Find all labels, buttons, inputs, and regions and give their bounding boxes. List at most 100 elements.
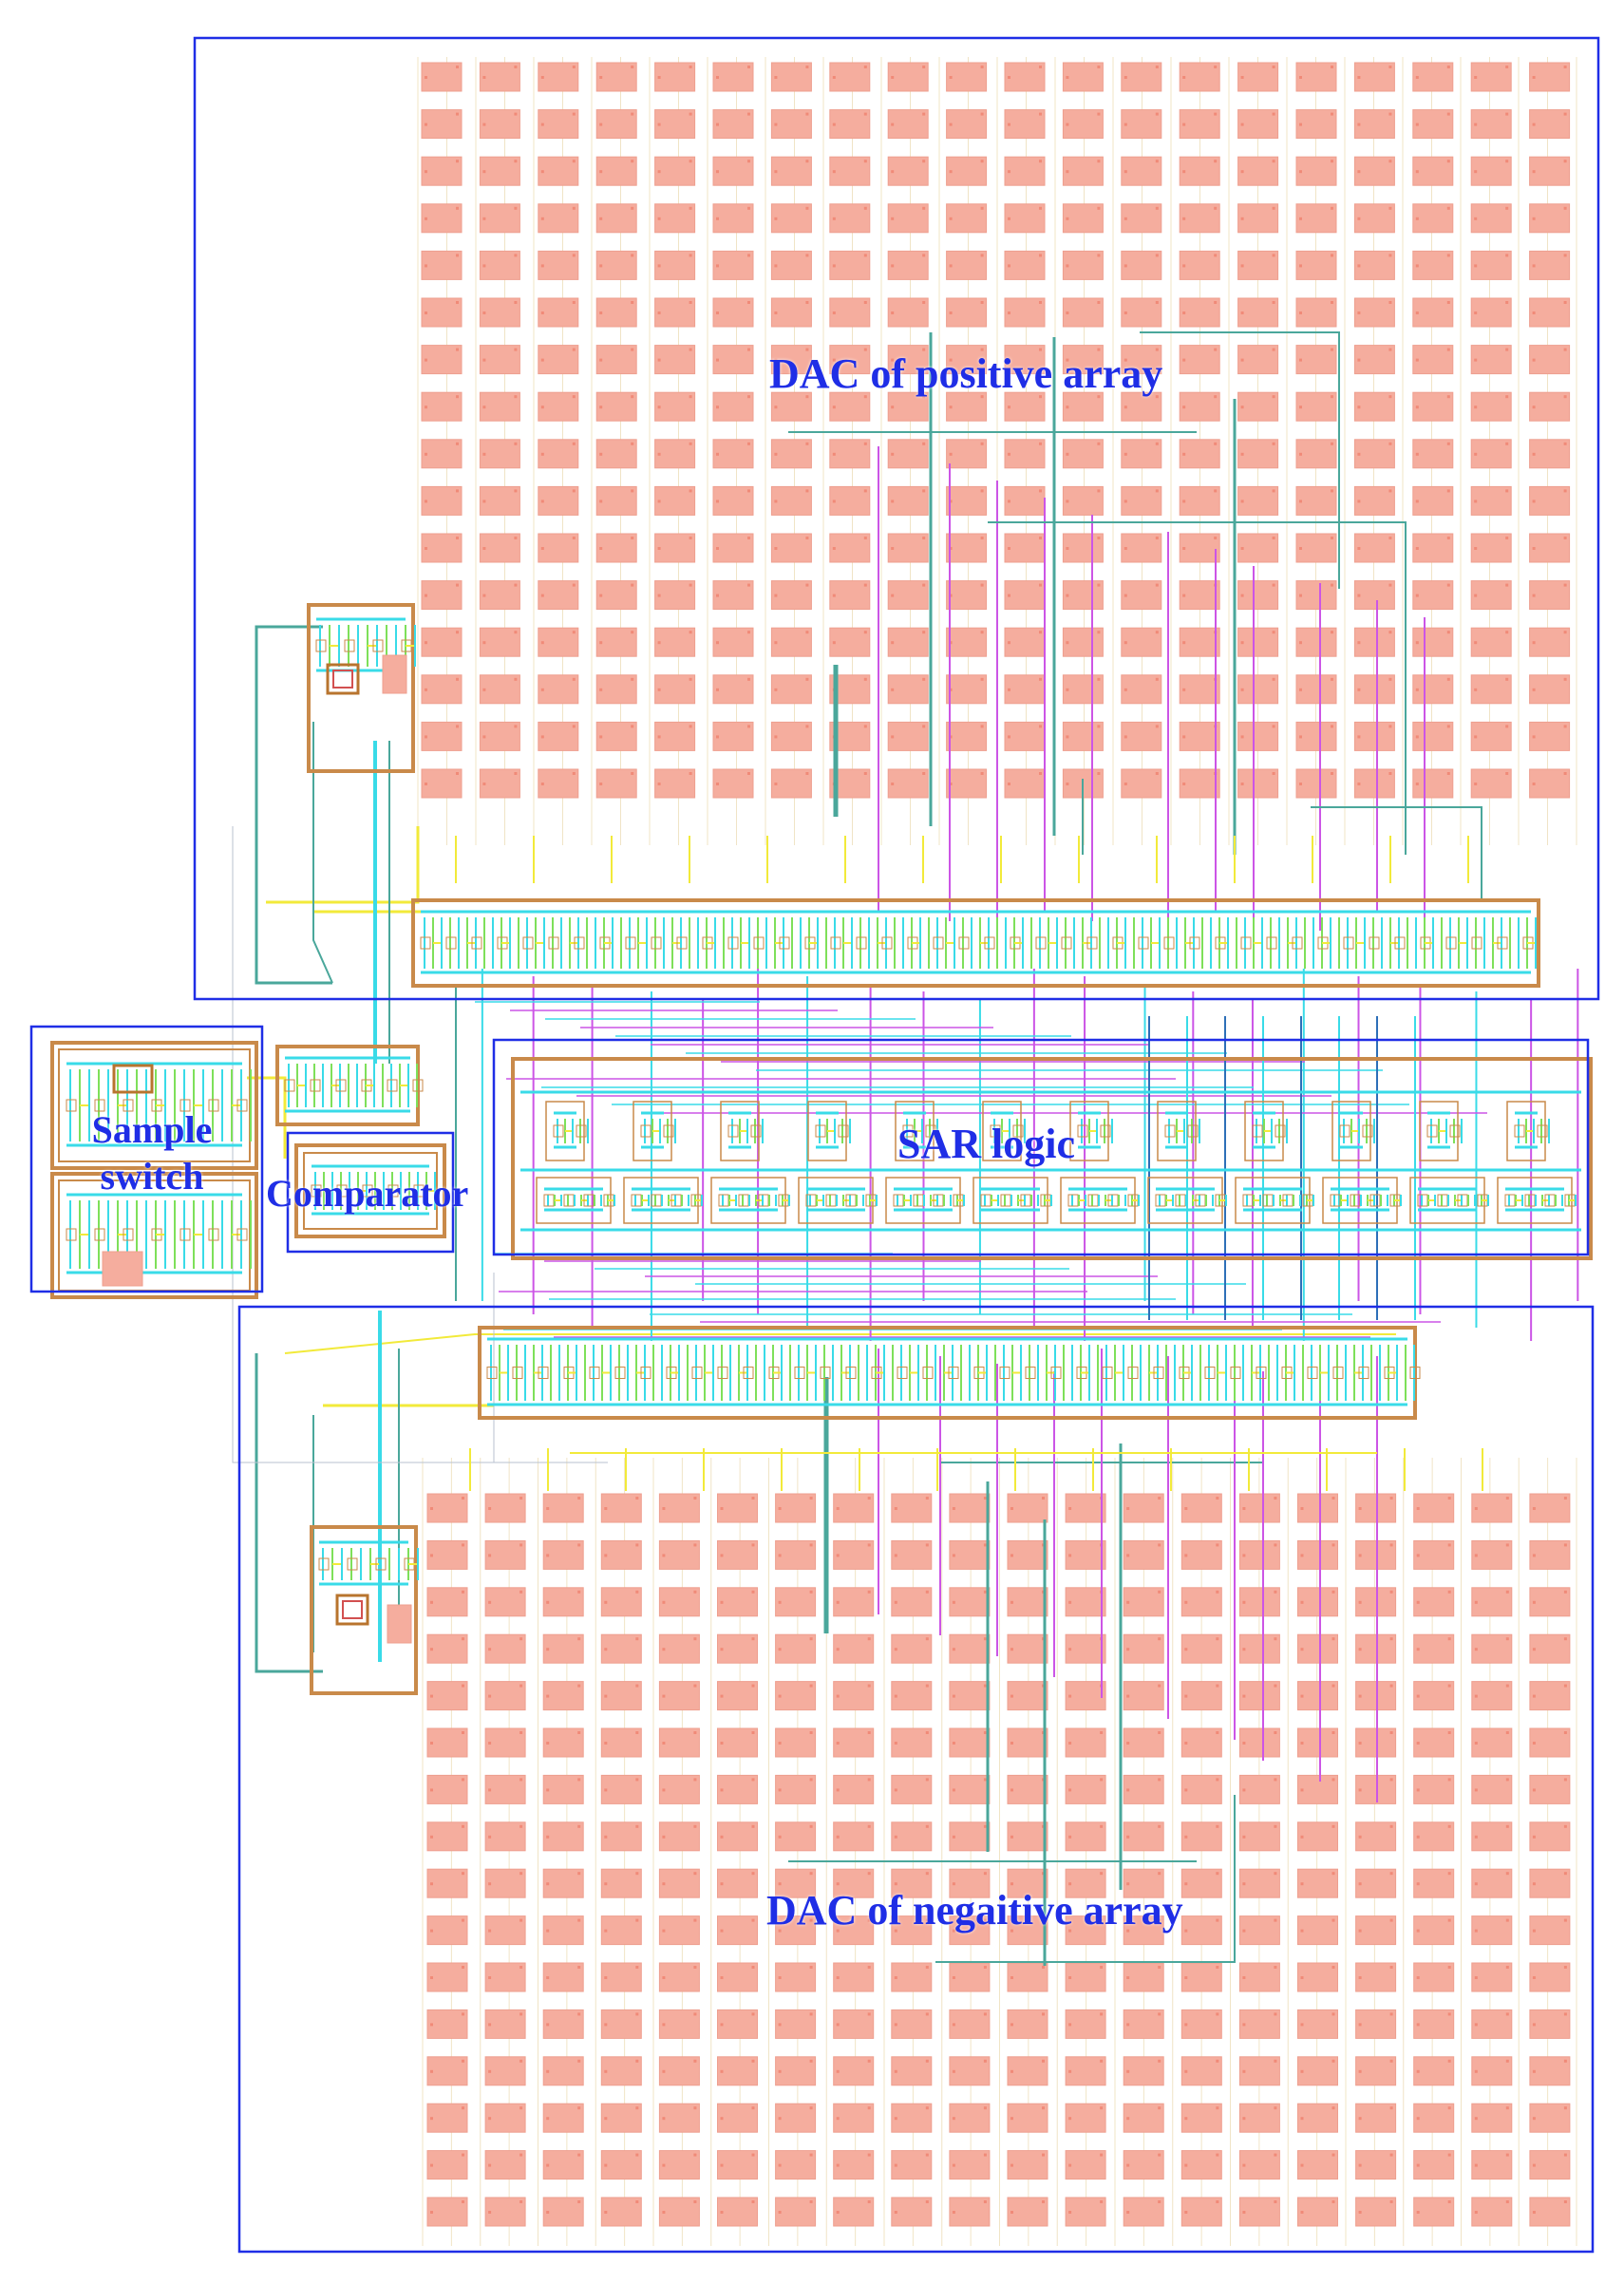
cap-contact (836, 1976, 840, 1979)
cap-contact (657, 123, 661, 126)
cap-contact (577, 1590, 581, 1594)
unit-capacitor (1529, 674, 1571, 705)
unit-capacitor (949, 1774, 991, 1804)
cap-contact (922, 677, 926, 681)
unit-capacitor (770, 250, 812, 280)
unit-capacitor (1353, 62, 1395, 92)
unit-capacitor (426, 1633, 468, 1664)
cap-contact (980, 112, 984, 116)
transistor-well (1537, 1124, 1548, 1138)
unit-capacitor (946, 768, 988, 799)
cap-contact (1532, 1554, 1536, 1557)
cap-contact (832, 594, 836, 597)
cap-contact (689, 537, 692, 539)
transistor-well (1100, 1124, 1111, 1138)
unit-capacitor (887, 297, 929, 328)
unit-capacitor (829, 439, 871, 469)
metal-wire (1140, 331, 1340, 589)
cap-contact (716, 783, 719, 785)
cap-contact (1240, 688, 1244, 691)
unit-capacitor (891, 1821, 933, 1852)
unit-capacitor (1238, 1821, 1280, 1852)
transistor-well (318, 1557, 330, 1571)
unit-capacitor (1529, 203, 1571, 234)
cap-contact (1124, 783, 1127, 785)
unit-capacitor (654, 297, 696, 328)
cap-contact (1532, 1507, 1536, 1510)
unit-capacitor (829, 391, 871, 422)
transistor-well (820, 1367, 831, 1379)
unit-capacitor (775, 1774, 817, 1804)
cap-contact (1389, 1684, 1393, 1688)
unit-capacitor (712, 156, 754, 186)
cap-contact (693, 1543, 697, 1547)
unit-capacitor (654, 439, 696, 469)
unit-capacitor (1065, 2150, 1106, 2180)
cap-contact (1563, 631, 1567, 634)
cap-contact (747, 489, 750, 493)
sar-flipflop (895, 1101, 935, 1161)
cap-contact (1563, 206, 1567, 210)
cap-contact (1184, 1742, 1188, 1745)
cap-contact (1563, 2059, 1567, 2063)
unit-capacitor (1007, 1915, 1048, 1946)
cap-contact (1242, 1976, 1246, 1979)
transistor-well (1409, 1367, 1421, 1379)
cap-contact (1100, 1918, 1104, 1922)
cap-contact (689, 160, 692, 163)
cap-contact (1389, 2200, 1393, 2203)
capacitor-arrays (421, 62, 1571, 2227)
cap-contact (1214, 301, 1218, 304)
transistor-well (375, 1557, 387, 1571)
cap-contact (1182, 735, 1186, 739)
cap-contact (1505, 1543, 1509, 1547)
unit-capacitor (1062, 391, 1104, 422)
unit-capacitor (658, 1539, 700, 1570)
cap-contact (949, 594, 953, 597)
cap-contact (1184, 1882, 1188, 1886)
cap-contact (546, 2023, 550, 2027)
cap-contact (1216, 1637, 1219, 1641)
cap-contact (1242, 1929, 1246, 1933)
cap-contact (1008, 170, 1010, 174)
cap-contact (863, 348, 867, 351)
cap-contact (482, 406, 486, 409)
unit-capacitor (1470, 62, 1512, 92)
unit-capacitor (949, 2197, 991, 2227)
unit-capacitor (1180, 1962, 1222, 1992)
cap-contact (1126, 1742, 1130, 1745)
unit-capacitor (654, 250, 696, 280)
cap-contact (693, 1872, 697, 1876)
unit-capacitor (775, 2150, 817, 2180)
unit-capacitor (1180, 1727, 1222, 1758)
cap-contact (1124, 264, 1127, 268)
cap-contact (572, 772, 576, 775)
cap-contact (1126, 1600, 1130, 1604)
cap-contact (482, 217, 486, 220)
cap-contact (1532, 406, 1536, 409)
cap-contact (805, 442, 809, 445)
transistor-well (640, 1124, 651, 1138)
cap-contact (980, 348, 984, 351)
unit-capacitor (775, 1539, 817, 1570)
unit-capacitor (1065, 1915, 1106, 1946)
cap-contact (540, 76, 544, 79)
unit-capacitor (1413, 2009, 1455, 2039)
cap-contact (925, 2012, 929, 2016)
cap-contact (949, 688, 953, 691)
cap-contact (1182, 358, 1186, 362)
cap-contact (546, 1882, 550, 1886)
cap-contact (751, 2012, 755, 2016)
cap-contact (1416, 2069, 1420, 2073)
transistor-well (1035, 936, 1047, 950)
cap-contact (1300, 1976, 1304, 1979)
cap-contact (482, 358, 486, 362)
cap-contact (716, 735, 719, 739)
unit-capacitor (1179, 533, 1220, 563)
cap-contact (1042, 2059, 1045, 2063)
unit-capacitor (421, 297, 463, 328)
cap-contact (456, 442, 459, 445)
cap-contact (1357, 547, 1361, 550)
cap-contact (519, 1497, 523, 1500)
cap-contact (1389, 2059, 1393, 2063)
